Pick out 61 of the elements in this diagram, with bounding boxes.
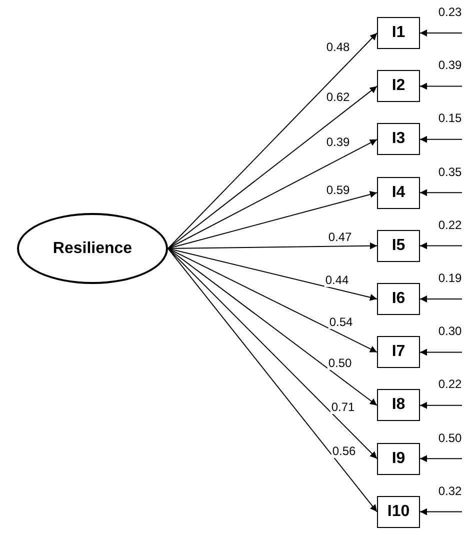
- edge-label: 0.71: [330, 400, 356, 414]
- edge-label: 0.32: [437, 484, 463, 498]
- edge-label: 0.44: [324, 273, 350, 287]
- node-label: I8: [392, 396, 406, 414]
- edge-label: 0.47: [327, 230, 353, 244]
- edge-label: 0.15: [437, 111, 463, 126]
- error-arrow: [420, 242, 462, 250]
- indicator-box: [377, 176, 420, 209]
- node-label: I1: [392, 24, 406, 42]
- edge-label: 0.62: [325, 90, 351, 104]
- error-arrow: [420, 82, 462, 90]
- indicator-box: [377, 230, 420, 262]
- error-arrow: [420, 508, 462, 516]
- edge-label: 0.56: [331, 444, 357, 458]
- edge-label: 0.59: [325, 183, 351, 197]
- edge-label: 0.54: [328, 315, 354, 329]
- edge-label: 0.30: [437, 324, 463, 338]
- edge-label: 0.39: [325, 135, 351, 149]
- error-arrow: [420, 189, 462, 196]
- node-label: I9: [392, 450, 406, 468]
- loading-arrow: [168, 32, 378, 249]
- indicator-box: [377, 442, 420, 475]
- error-arrow: [420, 402, 462, 409]
- loading-arrow: [168, 248, 378, 512]
- error-arrow: [420, 348, 462, 356]
- node-label: I7: [392, 343, 406, 362]
- node-label: I10: [387, 502, 410, 521]
- error-arrow: [420, 455, 462, 462]
- node-label: I6: [392, 290, 406, 308]
- loading-arrow: [168, 86, 378, 249]
- loading-arrow: [168, 248, 378, 301]
- indicator-box: [377, 283, 420, 315]
- error-arrow: [420, 30, 462, 36]
- indicator-box: [377, 496, 420, 528]
- loading-arrow: [168, 248, 378, 406]
- loading-arrow: [168, 248, 378, 460]
- edge-label: 0.39: [437, 58, 463, 72]
- edge-label: 0.23: [437, 5, 463, 19]
- loading-arrow: [168, 191, 378, 249]
- loading-arrow: [168, 248, 378, 353]
- node-label: I5: [392, 236, 406, 255]
- error-arrow: [420, 296, 462, 302]
- error-arrow: [420, 136, 462, 143]
- edge-label: 0.22: [437, 377, 463, 392]
- indicator-box: [377, 389, 420, 422]
- node-label: Resilience: [52, 240, 132, 258]
- edge-label: 0.22: [437, 218, 463, 232]
- edge-label: 0.50: [437, 430, 463, 445]
- node-label: I4: [392, 184, 406, 202]
- edge-label: 0.19: [437, 271, 463, 285]
- edge-label: 0.50: [327, 356, 353, 370]
- node-label: I2: [392, 77, 406, 96]
- indicator-box: [377, 17, 420, 49]
- node-label: I3: [392, 130, 406, 148]
- loading-arrow: [168, 138, 378, 249]
- indicator-box: [377, 336, 420, 368]
- edge-label: 0.35: [437, 164, 463, 179]
- indicator-box: [377, 123, 420, 156]
- loading-arrow: [168, 242, 378, 250]
- indicator-box: [377, 70, 420, 102]
- edge-label: 0.48: [325, 40, 351, 54]
